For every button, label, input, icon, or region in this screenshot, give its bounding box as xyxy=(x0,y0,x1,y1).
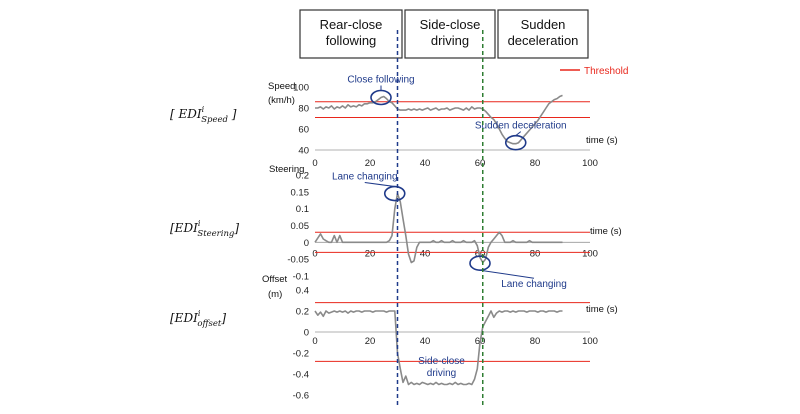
legend-threshold-label: Threshold xyxy=(584,66,628,77)
x-axis-label: time (s) xyxy=(590,226,622,237)
y-tick-label: -0.1 xyxy=(293,272,309,283)
y-tick-label: -0.05 xyxy=(287,255,309,266)
y-tick-label: 0 xyxy=(304,328,309,339)
x-axis-label: time (s) xyxy=(586,135,618,146)
y-tick-label: -0.2 xyxy=(293,349,309,360)
y-tick-label: -0.6 xyxy=(293,391,309,402)
x-axis-label: time (s) xyxy=(586,304,618,315)
x-tick-label: 80 xyxy=(530,158,541,169)
y-tick-label: 0.2 xyxy=(296,171,309,182)
y-axis-label: (km/h) xyxy=(268,95,295,106)
annotation-pointer xyxy=(479,269,535,279)
x-tick-label: 0 xyxy=(312,336,317,347)
x-tick-label: 40 xyxy=(420,248,431,259)
y-tick-label: 0 xyxy=(304,238,309,249)
annotation-ellipse xyxy=(383,185,406,202)
x-tick-label: 20 xyxy=(365,248,376,259)
y-tick-label: -0.4 xyxy=(293,370,309,381)
x-tick-label: 0 xyxy=(312,248,317,259)
x-tick-label: 60 xyxy=(475,248,486,259)
phase-boundaries xyxy=(396,30,484,408)
x-tick-label: 20 xyxy=(365,336,376,347)
x-tick-label: 100 xyxy=(582,158,598,169)
x-tick-label: 60 xyxy=(475,158,486,169)
annotation-label: Lane changing xyxy=(501,279,567,290)
y-tick-label: 100 xyxy=(293,83,309,94)
annotation-pointer xyxy=(515,131,522,137)
y-tick-label: 40 xyxy=(298,146,309,157)
series-line xyxy=(315,94,563,145)
x-tick-label: 0 xyxy=(312,158,317,169)
x-tick-label: 80 xyxy=(530,248,541,259)
y-tick-label: 0.4 xyxy=(296,286,309,297)
annotation-label: Close following xyxy=(347,75,414,86)
y-tick-label: 0.05 xyxy=(291,221,310,232)
phase-box-sudden-decel xyxy=(497,9,589,59)
annotation-label: Lane changing xyxy=(332,172,398,183)
y-tick-label: 0.15 xyxy=(291,187,310,198)
y-tick-label: 60 xyxy=(298,125,309,136)
phase-box-side-close xyxy=(404,9,496,59)
y-axis-label: (m) xyxy=(268,289,282,300)
y-tick-label: 0.1 xyxy=(296,204,309,215)
series-line xyxy=(314,192,563,264)
x-tick-label: 20 xyxy=(365,158,376,169)
phase-box-rear-close xyxy=(299,9,403,59)
legend: Threshold xyxy=(560,66,628,77)
y-axis-label: Speed xyxy=(268,81,295,92)
series-line xyxy=(314,310,563,386)
x-tick-label: 40 xyxy=(420,336,431,347)
y-axis-label: Offset xyxy=(262,274,288,285)
x-tick-label: 100 xyxy=(582,248,598,259)
y-axis-label: Steering xyxy=(269,164,304,175)
x-tick-label: 100 xyxy=(582,336,598,347)
y-tick-label: 0.2 xyxy=(296,307,309,318)
x-tick-label: 80 xyxy=(530,336,541,347)
annotation-label: Sudden deceleration xyxy=(475,121,567,132)
y-tick-label: 80 xyxy=(298,104,309,115)
annotation-pointer xyxy=(364,182,395,188)
x-tick-label: 40 xyxy=(420,158,431,169)
